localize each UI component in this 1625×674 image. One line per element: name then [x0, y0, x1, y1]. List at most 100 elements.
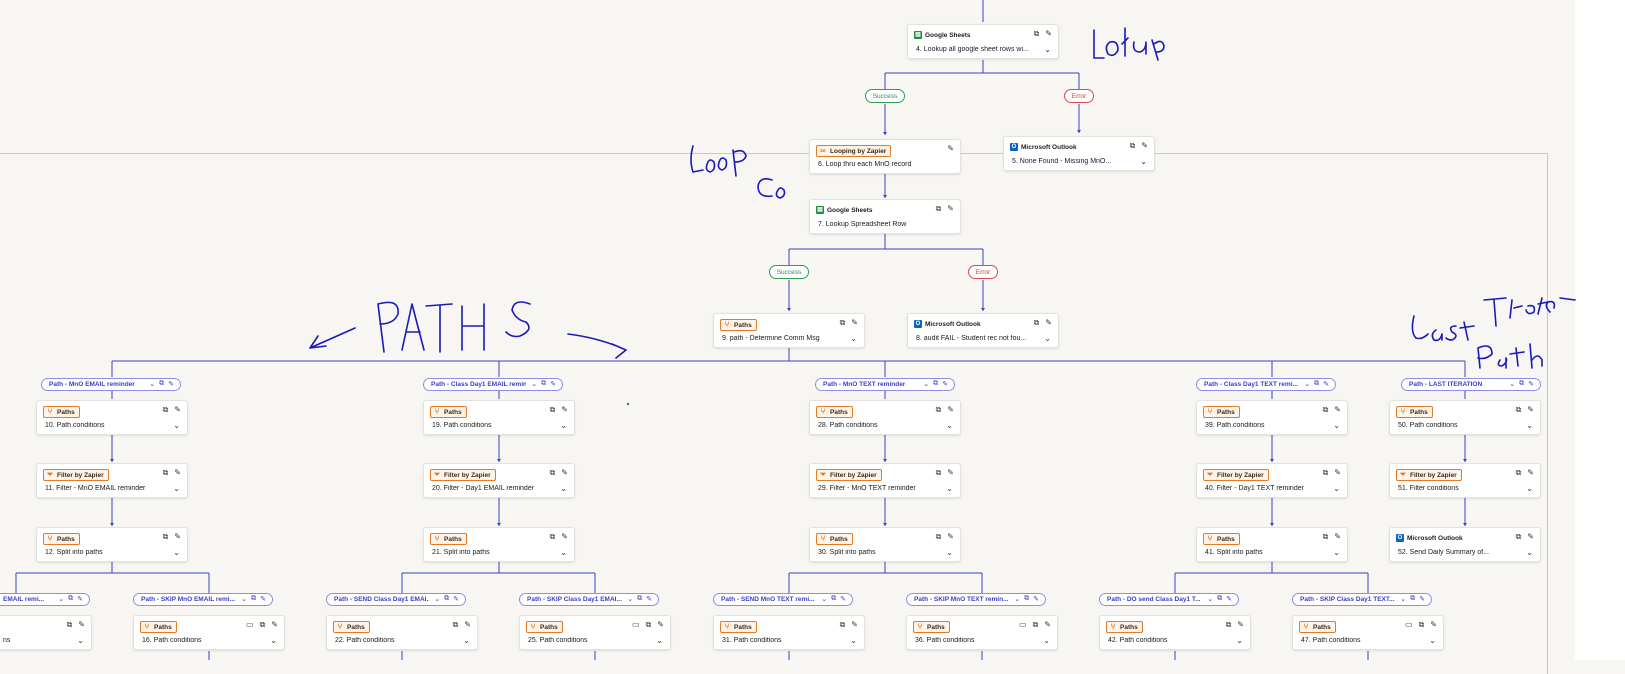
duplicate-icon[interactable]: ⧉: [637, 595, 643, 602]
subpath-label-skip-mno-text[interactable]: Path - SKIP MnO TEXT remin... ⌄⧉✎: [906, 593, 1046, 606]
chevron-down-icon[interactable]: ⌄: [1526, 548, 1533, 557]
step-card-51[interactable]: ⏷Filter by Zapier ⧉✎ 51. Filter conditio…: [1389, 463, 1541, 498]
edit-icon[interactable]: ✎: [947, 468, 954, 477]
edit-icon[interactable]: ✎: [1430, 620, 1437, 629]
duplicate-icon[interactable]: ⧉: [162, 468, 169, 477]
chevron-down-icon[interactable]: ⌄: [531, 381, 538, 388]
chevron-down-icon[interactable]: ⌄: [560, 548, 567, 557]
edit-icon[interactable]: ✎: [851, 620, 858, 629]
chevron-down-icon[interactable]: ⌄: [560, 484, 567, 493]
step-card-42[interactable]: ⑂Paths ⧉✎ 42. Path conditions ⌄: [1099, 615, 1251, 650]
edit-icon[interactable]: ✎: [1045, 29, 1052, 38]
step-card-25[interactable]: ⑂Paths ▭⧉✎ 25. Path conditions ⌄: [519, 615, 671, 650]
duplicate-icon[interactable]: ⧉: [935, 468, 942, 477]
edit-icon[interactable]: ✎: [1044, 620, 1051, 629]
step-card-4[interactable]: ▤Google Sheets ⧉✎ 4. Lookup all google s…: [907, 24, 1059, 59]
step-card-41[interactable]: ⑂Paths ⧉✎ 41. Split into paths ⌄: [1196, 527, 1348, 562]
step-card-29[interactable]: ⏷Filter by Zapier ⧉✎ 29. Filter - MnO TE…: [809, 463, 961, 498]
step-card-16[interactable]: ⑂Paths ▭⧉✎ 16. Path conditions ⌄: [133, 615, 285, 650]
edit-icon[interactable]: ✎: [1528, 381, 1534, 388]
subpath-label-skip-day1-email[interactable]: Path - SKIP Class Day1 EMAI... ⌄⧉✎: [519, 593, 659, 606]
duplicate-icon[interactable]: ⧉: [1217, 595, 1223, 602]
step-card-31[interactable]: ⑂Paths ⧉✎ 31. Path conditions ⌄: [713, 615, 865, 650]
edit-icon[interactable]: ✎: [942, 381, 948, 388]
chevron-down-icon[interactable]: ⌄: [1333, 421, 1340, 430]
duplicate-icon[interactable]: ⧉: [162, 405, 169, 414]
chevron-down-icon[interactable]: ⌄: [1304, 381, 1311, 388]
chevron-down-icon[interactable]: ⌄: [1333, 548, 1340, 557]
duplicate-icon[interactable]: ⧉: [831, 595, 837, 602]
duplicate-icon[interactable]: ⧉: [549, 405, 556, 414]
duplicate-icon[interactable]: ⧉: [1033, 29, 1040, 38]
comment-icon[interactable]: ▭: [632, 620, 640, 629]
duplicate-icon[interactable]: ⧉: [935, 405, 942, 414]
chevron-down-icon[interactable]: ⌄: [1333, 484, 1340, 493]
chevron-down-icon[interactable]: ⌄: [463, 636, 470, 645]
step-card-47[interactable]: ⑂Paths ▭⧉✎ 47. Path conditions ⌄: [1292, 615, 1444, 650]
duplicate-icon[interactable]: ⧉: [1515, 468, 1522, 477]
comment-icon[interactable]: ▭: [246, 620, 254, 629]
chevron-down-icon[interactable]: ⌄: [270, 636, 277, 645]
edit-icon[interactable]: ✎: [77, 596, 83, 603]
chevron-down-icon[interactable]: ⌄: [946, 421, 953, 430]
edit-icon[interactable]: ✎: [174, 532, 181, 541]
error-branch-pill[interactable]: Error: [968, 265, 998, 279]
step-card-36[interactable]: ⑂Paths ▭⧉✎ 36. Path conditions ⌄: [906, 615, 1058, 650]
duplicate-icon[interactable]: ⧉: [935, 204, 942, 213]
duplicate-icon[interactable]: ⧉: [1322, 468, 1329, 477]
edit-icon[interactable]: ✎: [1237, 620, 1244, 629]
chevron-down-icon[interactable]: ⌄: [923, 381, 930, 388]
subpath-label-send-day1-email[interactable]: Path - SEND Class Day1 EMAI... ⌄⧉✎: [326, 593, 466, 606]
chevron-down-icon[interactable]: ⌄: [1236, 636, 1243, 645]
chevron-down-icon[interactable]: ⌄: [173, 548, 180, 557]
chevron-down-icon[interactable]: ⌄: [173, 421, 180, 430]
chevron-down-icon[interactable]: ⌄: [946, 548, 953, 557]
step-card-11[interactable]: ⏷Filter by Zapier ⧉✎ 11. Filter - MnO EM…: [36, 463, 188, 498]
edit-icon[interactable]: ✎: [947, 405, 954, 414]
duplicate-icon[interactable]: ⧉: [1322, 532, 1329, 541]
duplicate-icon[interactable]: ⧉: [1515, 532, 1522, 541]
edit-icon[interactable]: ✎: [947, 532, 954, 541]
step-card-22[interactable]: ⑂Paths ⧉✎ 22. Path conditions ⌄: [326, 615, 478, 650]
duplicate-icon[interactable]: ⧉: [162, 532, 169, 541]
chevron-down-icon[interactable]: ⌄: [1207, 596, 1214, 603]
step-card-39[interactable]: ⑂Paths ⧉✎ 39. Path conditions ⌄: [1196, 400, 1348, 435]
duplicate-icon[interactable]: ⧉: [159, 380, 165, 387]
edit-icon[interactable]: ✎: [1334, 532, 1341, 541]
edit-icon[interactable]: ✎: [78, 620, 85, 629]
subpath-label-send-day1-text[interactable]: Path - DO send Class Day1 T... ⌄⧉✎: [1099, 593, 1239, 606]
path-label-day1-text[interactable]: Path - Class Day1 TEXT remi... ⌄⧉✎: [1196, 378, 1336, 391]
edit-icon[interactable]: ✎: [561, 405, 568, 414]
edit-icon[interactable]: ✎: [947, 144, 954, 153]
edit-icon[interactable]: ✎: [1334, 468, 1341, 477]
chevron-down-icon[interactable]: ⌄: [1140, 157, 1147, 166]
step-card-10[interactable]: ⑂Paths ⧉✎ 10. Path conditions ⌄: [36, 400, 188, 435]
duplicate-icon[interactable]: ⧉: [251, 595, 257, 602]
chevron-down-icon[interactable]: ⌄: [1526, 484, 1533, 493]
chevron-down-icon[interactable]: ⌄: [656, 636, 663, 645]
duplicate-icon[interactable]: ⧉: [839, 318, 846, 327]
chevron-down-icon[interactable]: ⌄: [149, 381, 156, 388]
edit-icon[interactable]: ✎: [1045, 318, 1052, 327]
duplicate-icon[interactable]: ⧉: [1032, 620, 1039, 629]
chevron-down-icon[interactable]: ⌄: [173, 484, 180, 493]
edit-icon[interactable]: ✎: [657, 620, 664, 629]
step-card-30[interactable]: ⑂Paths ⧉✎ 30. Split into paths ⌄: [809, 527, 961, 562]
duplicate-icon[interactable]: ⧉: [839, 620, 846, 629]
chevron-down-icon[interactable]: ⌄: [1429, 636, 1436, 645]
chevron-down-icon[interactable]: ⌄: [77, 636, 84, 645]
step-card-20[interactable]: ⏷Filter by Zapier ⧉✎ 20. Filter - Day1 E…: [423, 463, 575, 498]
step-card-19[interactable]: ⑂Paths ⧉✎ 19. Path conditions ⌄: [423, 400, 575, 435]
duplicate-icon[interactable]: ⧉: [1024, 595, 1030, 602]
duplicate-icon[interactable]: ⧉: [1314, 380, 1320, 387]
duplicate-icon[interactable]: ⧉: [1129, 141, 1136, 150]
edit-icon[interactable]: ✎: [1334, 405, 1341, 414]
chevron-down-icon[interactable]: ⌄: [241, 596, 248, 603]
success-branch-pill[interactable]: Success: [769, 265, 809, 279]
edit-icon[interactable]: ✎: [1419, 596, 1425, 603]
edit-icon[interactable]: ✎: [271, 620, 278, 629]
step-card-28[interactable]: ⑂Paths ⧉✎ 28. Path conditions ⌄: [809, 400, 961, 435]
duplicate-icon[interactable]: ⧉: [933, 380, 939, 387]
success-branch-pill[interactable]: Success: [865, 89, 905, 103]
